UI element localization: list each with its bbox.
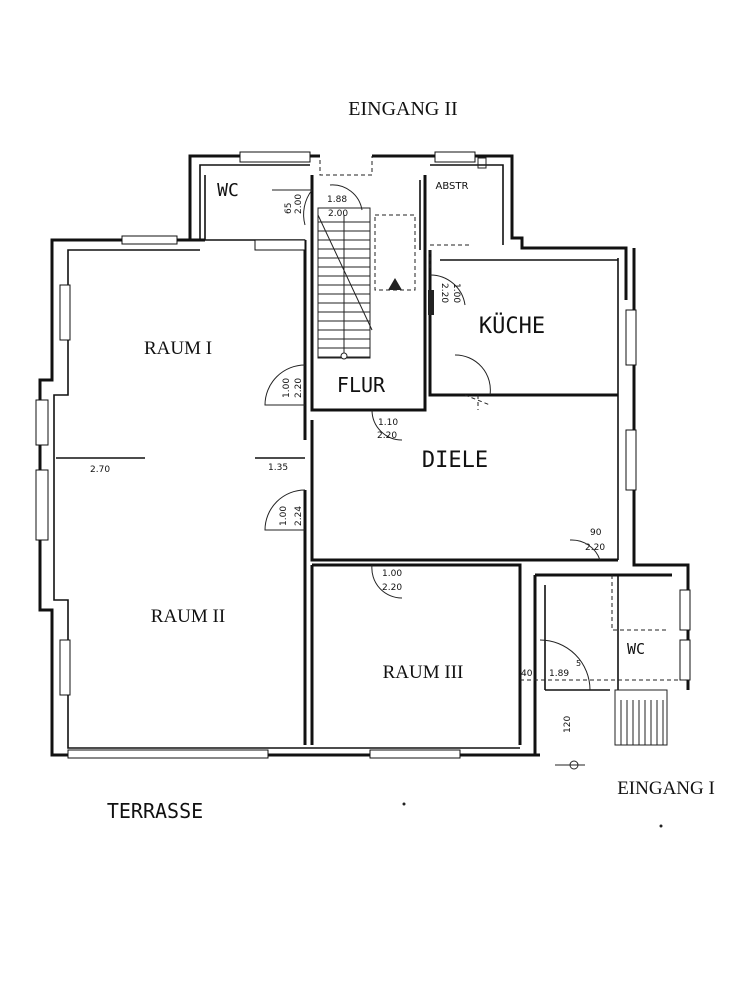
dim-wc-door-w: 65 bbox=[284, 203, 294, 214]
label-raum-3: RAUM III bbox=[383, 662, 464, 683]
dim-raum1-door-w: 1.00 bbox=[282, 378, 292, 398]
staircase-entrance bbox=[614, 689, 668, 746]
dim-wc2-door-sup: 5 bbox=[576, 659, 581, 668]
room-labels: EINGANG II RAUM I RAUM II RAUM III EINGA… bbox=[107, 98, 715, 823]
dim-kueche-door-h: 2.20 bbox=[439, 283, 449, 303]
label-raum-2: RAUM II bbox=[151, 606, 225, 627]
label-flur: FLUR bbox=[337, 373, 386, 397]
dim-flur-door-w: 1.88 bbox=[327, 195, 347, 205]
interior-walls bbox=[56, 175, 619, 745]
outer-walls bbox=[38, 154, 690, 757]
dim-raum2-door-h: 2.24 bbox=[294, 506, 304, 526]
dim-kueche-door-w: 1.00 bbox=[451, 283, 461, 303]
dim-wc-door-h: 2.00 bbox=[294, 194, 304, 214]
dim-wc2-door-w: 1.89 bbox=[549, 669, 569, 679]
label-kueche: KÜCHE bbox=[479, 313, 545, 339]
label-eingang-1: EINGANG I bbox=[617, 778, 715, 799]
dimension-labels: 65 2.00 1.88 2.00 1.00 2.20 1.00 2.20 1.… bbox=[90, 194, 605, 733]
label-abstr: ABSTR bbox=[436, 181, 469, 192]
dim-flur-door-h: 2.00 bbox=[328, 209, 348, 219]
label-wc-top: WC bbox=[217, 180, 239, 201]
dim-stair-height: 120 bbox=[563, 716, 573, 733]
dim-diele-door-h: 2.20 bbox=[585, 543, 605, 553]
windows bbox=[35, 151, 691, 759]
label-raum-1: RAUM I bbox=[144, 338, 212, 359]
dim-flur-bottom-h: 2.20 bbox=[377, 431, 397, 441]
dim-raum3-door-h: 2.20 bbox=[382, 583, 402, 593]
staircase-main bbox=[317, 207, 416, 360]
dim-wc2-left: 40 bbox=[521, 669, 533, 679]
label-wc-bottom: WC bbox=[627, 640, 645, 658]
dim-raum3-door-w: 1.00 bbox=[382, 569, 402, 579]
dim-diele-door-w: 90 bbox=[590, 528, 602, 538]
dim-raum1-width: 2.70 bbox=[90, 465, 110, 475]
misc-marks bbox=[402, 157, 663, 828]
dim-raum2-door-w: 1.00 bbox=[279, 506, 289, 526]
doors bbox=[264, 156, 690, 691]
label-terrasse: TERRASSE bbox=[107, 799, 203, 823]
label-diele: DIELE bbox=[422, 448, 488, 473]
label-eingang-2: EINGANG II bbox=[348, 98, 457, 120]
dim-raum1-door-h: 2.20 bbox=[294, 378, 304, 398]
dim-raum1-right: 1.35 bbox=[268, 463, 288, 473]
dim-flur-bottom-w: 1.10 bbox=[378, 418, 398, 428]
